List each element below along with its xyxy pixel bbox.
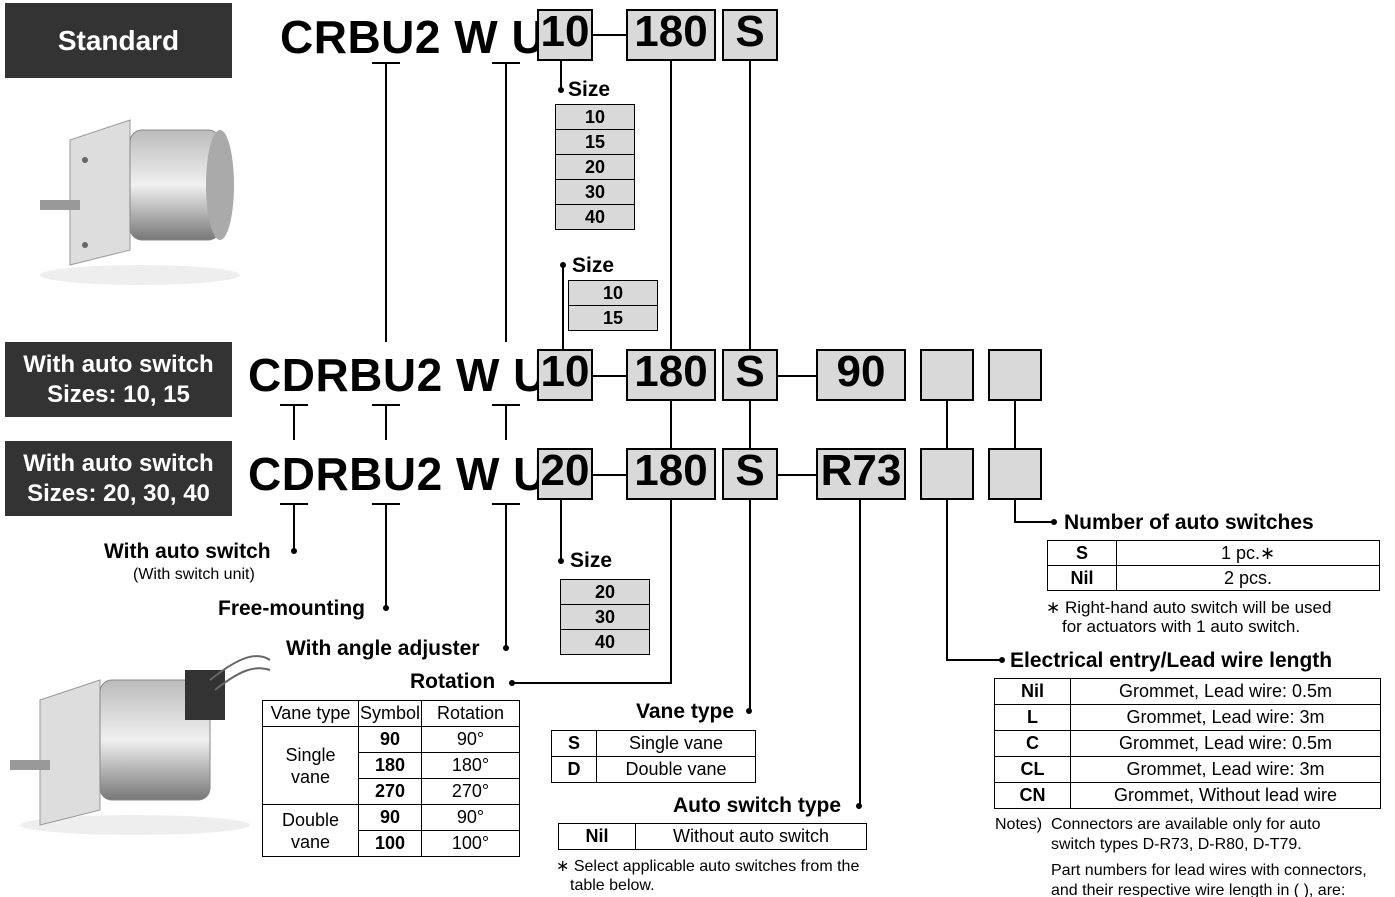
table-cell: 90° bbox=[421, 804, 520, 831]
count-box-auto-large bbox=[988, 448, 1042, 500]
table-cell: 90 bbox=[358, 804, 422, 831]
size-title-3: Size bbox=[570, 549, 613, 572]
size-title-2: Size bbox=[572, 254, 615, 277]
table-cell: Single vane bbox=[262, 726, 359, 805]
vane-box-auto-large: S bbox=[722, 448, 778, 500]
table-cell: Nil bbox=[558, 823, 636, 850]
table-cell: Double vane bbox=[596, 756, 756, 783]
table-cell: Grommet, Lead wire: 3m bbox=[1070, 756, 1381, 783]
table-cell: 180 bbox=[358, 752, 422, 779]
table-cell: 10 bbox=[555, 104, 635, 130]
table-cell: 90° bbox=[421, 726, 520, 753]
size-table-1: 10 15 20 30 40 bbox=[555, 104, 635, 230]
table-cell: 100° bbox=[421, 830, 520, 857]
table-header: Rotation bbox=[421, 700, 520, 727]
table-cell: S bbox=[1047, 540, 1117, 566]
electrical-note-4: and their respective wire length in ( ),… bbox=[1051, 882, 1346, 897]
table-cell: D bbox=[551, 756, 597, 783]
table-cell: 30 bbox=[555, 179, 635, 205]
code-prefix-auto-large: CDRBU2 W U bbox=[248, 448, 547, 500]
auto-switch-feature-label: With auto switch bbox=[104, 540, 271, 563]
standard-label: Standard bbox=[5, 3, 232, 78]
auto-switch-type-title: Auto switch type bbox=[673, 794, 842, 817]
num-switches-table: S 1 pc.∗ Nil 2 pcs. bbox=[1047, 540, 1380, 591]
actuator-image-auto-switch bbox=[10, 655, 271, 835]
auto-switch-feature-note: (With switch unit) bbox=[133, 566, 255, 583]
angle-adjuster-label: With angle adjuster bbox=[286, 637, 480, 660]
table-cell: Grommet, Without lead wire bbox=[1070, 782, 1381, 809]
switch-box-auto-small: 90 bbox=[816, 349, 906, 401]
rotation-box-standard: 180 bbox=[626, 9, 716, 61]
size-box-standard: 10 bbox=[537, 9, 593, 61]
lead-box-auto-large bbox=[920, 448, 974, 500]
num-switches-note-1: ∗ Right-hand auto switch will be used bbox=[1046, 598, 1332, 617]
rotation-box-auto-large: 180 bbox=[626, 448, 716, 500]
num-switches-note-2: for actuators with 1 auto switch. bbox=[1062, 617, 1301, 636]
rotation-box-auto-small: 180 bbox=[626, 349, 716, 401]
count-box-auto-small bbox=[988, 349, 1042, 401]
table-cell: CN bbox=[994, 782, 1071, 809]
auto-switch-type-note-2: table below. bbox=[570, 877, 655, 894]
size-title-1: Size bbox=[568, 78, 611, 101]
table-cell: 20 bbox=[560, 579, 650, 605]
size-table-2: 10 15 bbox=[568, 280, 658, 331]
table-cell: Nil bbox=[994, 678, 1071, 705]
size-table-3: 20 30 40 bbox=[560, 579, 650, 655]
lead-box-auto-small bbox=[920, 349, 974, 401]
table-cell: 40 bbox=[560, 629, 650, 655]
auto-switch-type-note: ∗ Select applicable auto switches from t… bbox=[556, 858, 860, 875]
code-prefix-auto-small: CDRBU2 W U bbox=[248, 349, 547, 401]
auto-switch-large-label: With auto switch Sizes: 20, 30, 40 bbox=[5, 441, 232, 516]
auto-switch-small-label: With auto switch Sizes: 10, 15 bbox=[5, 342, 232, 417]
actuator-image-standard bbox=[40, 119, 240, 285]
table-cell: CL bbox=[994, 756, 1071, 783]
table-cell: 270° bbox=[421, 778, 520, 805]
vane-type-table: S Single vane D Double vane bbox=[551, 730, 756, 783]
rotation-table: Vane type Symbol Rotation Single vane 90… bbox=[262, 700, 520, 857]
size-box-auto-small: 10 bbox=[537, 349, 593, 401]
table-cell: Grommet, Lead wire: 0.5m bbox=[1070, 730, 1381, 757]
table-cell: 15 bbox=[555, 129, 635, 155]
electrical-title: Electrical entry/Lead wire length bbox=[1010, 649, 1333, 672]
vane-type-title: Vane type bbox=[636, 700, 735, 723]
vane-box-standard: S bbox=[722, 9, 778, 61]
free-mounting-label: Free-mounting bbox=[218, 597, 365, 620]
table-cell: 20 bbox=[555, 154, 635, 180]
table-cell: C bbox=[994, 730, 1071, 757]
table-cell: Grommet, Lead wire: 0.5m bbox=[1070, 678, 1381, 705]
table-cell: 40 bbox=[555, 204, 635, 230]
table-cell: Double vane bbox=[262, 804, 359, 857]
table-cell: S bbox=[551, 730, 597, 757]
table-cell: Single vane bbox=[596, 730, 756, 757]
table-cell: 270 bbox=[358, 778, 422, 805]
rotation-label: Rotation bbox=[410, 670, 496, 693]
table-cell: 10 bbox=[568, 280, 658, 306]
vane-box-auto-small: S bbox=[722, 349, 778, 401]
size-box-auto-large: 20 bbox=[537, 448, 593, 500]
electrical-notes-label: Notes) bbox=[995, 816, 1043, 833]
table-cell: 2 pcs. bbox=[1116, 565, 1380, 591]
table-cell: L bbox=[994, 704, 1071, 731]
table-cell: 30 bbox=[560, 604, 650, 630]
electrical-table: Nil Grommet, Lead wire: 0.5m L Grommet, … bbox=[994, 678, 1381, 809]
electrical-note-2: switch types D-R73, D-R80, D-T79. bbox=[1051, 836, 1302, 853]
table-header: Symbol bbox=[358, 700, 422, 727]
table-cell: 15 bbox=[568, 305, 658, 331]
table-cell: 180° bbox=[421, 752, 520, 779]
table-cell: Nil bbox=[1047, 565, 1117, 591]
table-cell: 100 bbox=[358, 830, 422, 857]
switch-box-auto-large: R73 bbox=[816, 448, 906, 500]
table-cell: 1 pc.∗ bbox=[1116, 540, 1380, 566]
auto-switch-type-table: Nil Without auto switch bbox=[558, 823, 867, 850]
table-header: Vane type bbox=[262, 700, 359, 727]
electrical-note-3: Part numbers for lead wires with connect… bbox=[1051, 862, 1367, 879]
table-cell: 90 bbox=[358, 726, 422, 753]
table-cell: Without auto switch bbox=[635, 823, 867, 850]
num-switches-title: Number of auto switches bbox=[1064, 511, 1314, 534]
electrical-note-1: Connectors are available only for auto bbox=[1051, 816, 1321, 833]
code-prefix-standard: CRBU2 W U bbox=[280, 11, 546, 63]
table-cell: Grommet, Lead wire: 3m bbox=[1070, 704, 1381, 731]
